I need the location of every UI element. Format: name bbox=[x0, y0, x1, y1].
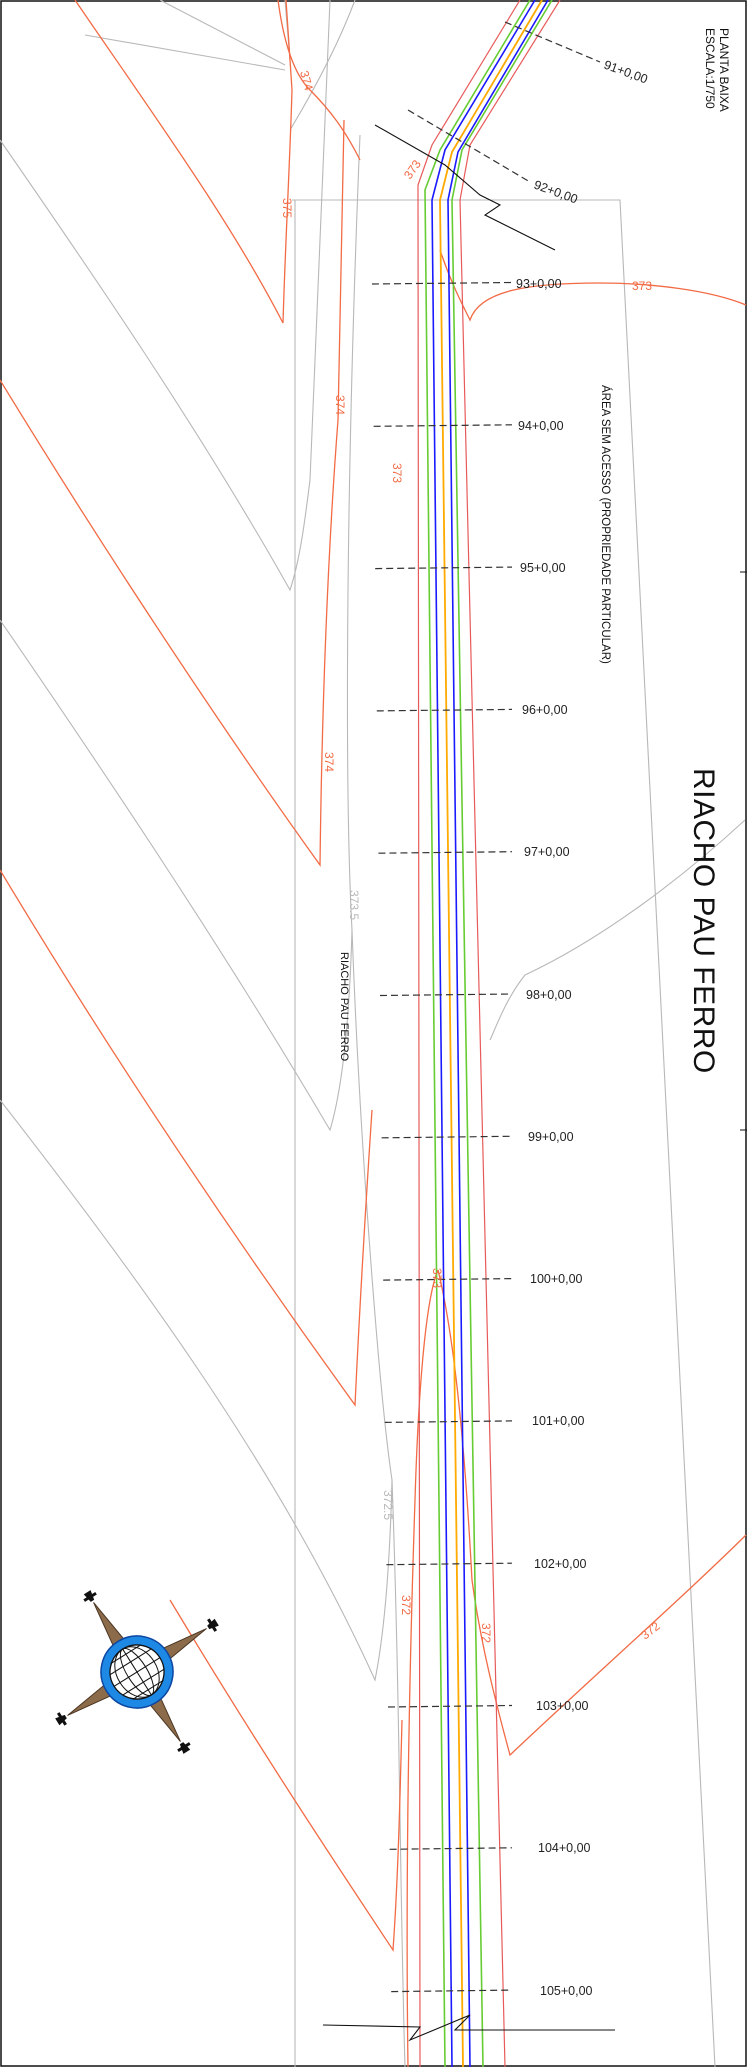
station-line bbox=[391, 1989, 513, 1993]
station-label: 105+0,00 bbox=[540, 1984, 593, 1998]
contour-label: 374 bbox=[322, 752, 336, 772]
contour-label: 372.5 bbox=[381, 1490, 395, 1520]
river-name-label: RIACHO PAU FERRO bbox=[338, 952, 350, 1062]
contour-line bbox=[0, 119, 345, 867]
contour-line bbox=[84, 34, 286, 71]
station-line bbox=[375, 566, 513, 570]
sheet-scale: ESCALA:1/750 bbox=[703, 28, 717, 109]
globe-grid bbox=[110, 1644, 164, 1700]
station-label: 93+0,00 bbox=[516, 277, 562, 291]
contour-label: 372 bbox=[479, 1623, 493, 1643]
contour-line bbox=[489, 819, 746, 1041]
contour-label: 372 bbox=[399, 1595, 413, 1615]
contour-label: 375 bbox=[280, 198, 294, 218]
break-line-bottom bbox=[322, 2014, 615, 2042]
station-label: 104+0,00 bbox=[538, 1841, 591, 1855]
station-labels: 91+0,00 92+0,00 93+0,00 94+0,00 95+0,00 … bbox=[516, 58, 650, 1998]
station-line bbox=[376, 708, 513, 712]
contour-line bbox=[289, 0, 356, 131]
road-edge-left bbox=[417, 0, 521, 2067]
centerline-orange bbox=[439, 0, 543, 2067]
compass-rose-icon bbox=[55, 1590, 219, 1754]
station-line bbox=[373, 424, 513, 427]
sheet-title-block: PLANTA BAIXA ESCALA:1/750 bbox=[703, 28, 731, 112]
contour-label: 374 bbox=[333, 395, 347, 415]
contour-line bbox=[74, 0, 293, 324]
contour-line bbox=[0, 0, 331, 592]
contour-line bbox=[0, 619, 353, 1132]
station-line bbox=[384, 1420, 513, 1423]
station-label: 100+0,00 bbox=[530, 1272, 583, 1286]
contour-line bbox=[437, 1269, 747, 1757]
contour-line bbox=[169, 1599, 403, 1952]
road-alignment bbox=[417, 0, 561, 2067]
contour-line bbox=[406, 1269, 439, 2067]
station-label: 102+0,00 bbox=[534, 1557, 587, 1571]
road-edge-right bbox=[459, 0, 561, 2067]
contour-line bbox=[439, 249, 747, 322]
station-label: 98+0,00 bbox=[526, 988, 572, 1002]
station-line bbox=[387, 1704, 513, 1708]
centerline-blue-2 bbox=[447, 0, 549, 2067]
station-line bbox=[386, 1562, 513, 1566]
station-line bbox=[504, 21, 601, 63]
contour-label: 373.5 bbox=[347, 890, 361, 920]
restricted-area-note: ÁREA SEM ACESSO (PROPRIEDADE PARTICULAR) bbox=[599, 385, 612, 664]
contour-label: 373 bbox=[390, 463, 404, 483]
station-lines bbox=[371, 21, 601, 1993]
contour-line bbox=[159, 0, 291, 66]
station-line bbox=[381, 1135, 513, 1139]
break-lines bbox=[322, 124, 615, 2042]
lane-line-left bbox=[424, 0, 531, 2067]
centerline-blue bbox=[431, 0, 536, 2067]
station-line bbox=[378, 851, 513, 854]
contour-label: 374 bbox=[297, 69, 316, 92]
contour-line bbox=[346, 134, 406, 2067]
station-label: 97+0,00 bbox=[524, 845, 570, 859]
station-label: 91+0,00 bbox=[602, 58, 650, 87]
contour-line bbox=[0, 1099, 393, 1682]
station-label: 101+0,00 bbox=[532, 1414, 585, 1428]
break-line-top bbox=[374, 124, 556, 251]
station-line bbox=[383, 1278, 513, 1281]
station-label: 92+0,00 bbox=[532, 178, 580, 207]
station-line bbox=[371, 281, 513, 285]
contour-label: 373 bbox=[430, 1268, 444, 1288]
contour-line bbox=[277, 0, 361, 161]
sheet-title: PLANTA BAIXA bbox=[717, 28, 731, 112]
station-label: 96+0,00 bbox=[522, 703, 568, 717]
station-line bbox=[389, 1847, 513, 1850]
station-label: 99+0,00 bbox=[528, 1130, 574, 1144]
station-label: 94+0,00 bbox=[518, 419, 564, 433]
station-line bbox=[407, 109, 531, 183]
contour-label: 372 bbox=[638, 1619, 663, 1643]
compass-markers bbox=[55, 1590, 219, 1754]
river-name-title: RIACHO PAU FERRO bbox=[687, 768, 720, 1074]
station-label: 103+0,00 bbox=[536, 1699, 589, 1713]
station-label: 95+0,00 bbox=[520, 561, 566, 575]
contour-label: 373 bbox=[632, 279, 652, 293]
contour-line bbox=[292, 199, 716, 2067]
contour-line bbox=[0, 869, 373, 1407]
station-line bbox=[379, 993, 513, 997]
